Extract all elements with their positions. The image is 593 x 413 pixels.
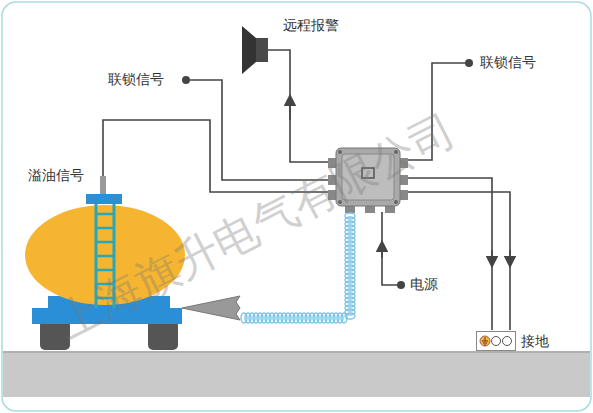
terminal-symbols (477, 332, 515, 350)
ground-band (3, 352, 590, 397)
ground-terminal: 接地 (476, 331, 516, 351)
signal-label: 联锁信号 (480, 54, 536, 71)
signal-label: 溢油信号 (28, 167, 84, 184)
terminal-label: 接地 (521, 333, 549, 350)
alarm-speaker (242, 26, 268, 74)
signal-label: 联锁信号 (108, 71, 164, 88)
signal-label: 远程报警 (283, 17, 339, 34)
signal-label: 电源 (410, 276, 438, 293)
